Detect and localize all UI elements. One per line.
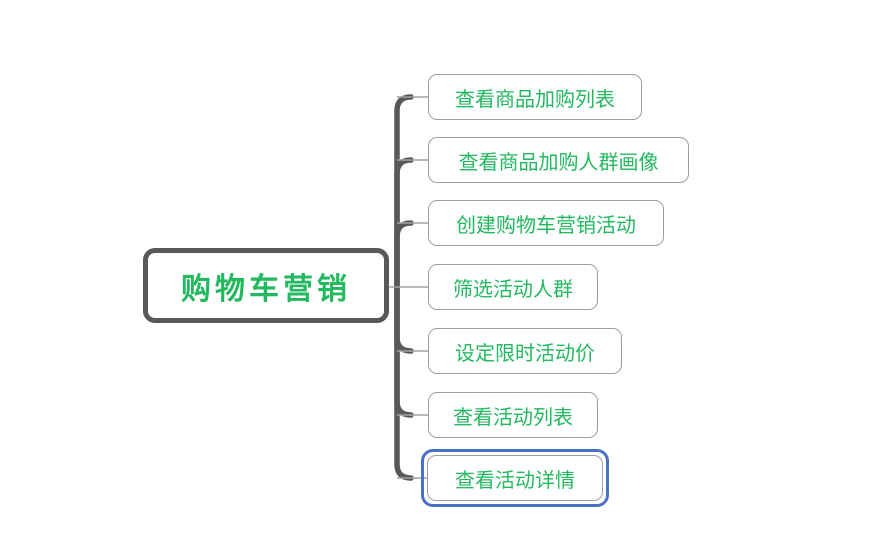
root-topic-label: 购物车营销 — [181, 272, 351, 306]
subtopic-label: 创建购物车营销活动 — [456, 214, 636, 237]
subtopic-create-campaign[interactable]: 创建购物车营销活动 — [428, 200, 664, 246]
subtopic-view-addcart-list[interactable]: 查看商品加购列表 — [428, 74, 642, 120]
selection-highlight-ring — [421, 449, 609, 507]
subtopic-view-addcart-profile[interactable]: 查看商品加购人群画像 — [428, 137, 689, 183]
subtopic-label: 查看活动列表 — [453, 406, 573, 429]
subtopic-label: 查看活动详情 — [455, 469, 575, 492]
root-topic[interactable]: 购物车营销 — [143, 248, 389, 323]
subtopic-set-limited-price[interactable]: 设定限时活动价 — [428, 328, 622, 374]
subtopic-label: 筛选活动人群 — [453, 278, 573, 301]
subtopic-view-activity-detail[interactable]: 查看活动详情 — [427, 455, 603, 501]
subtopic-view-activity-list[interactable]: 查看活动列表 — [428, 392, 598, 438]
subtopic-filter-crowd[interactable]: 筛选活动人群 — [428, 264, 598, 310]
subtopic-label: 查看商品加购人群画像 — [458, 151, 659, 174]
subtopic-label: 设定限时活动价 — [455, 342, 595, 365]
subtopic-label: 查看商品加购列表 — [455, 88, 615, 111]
